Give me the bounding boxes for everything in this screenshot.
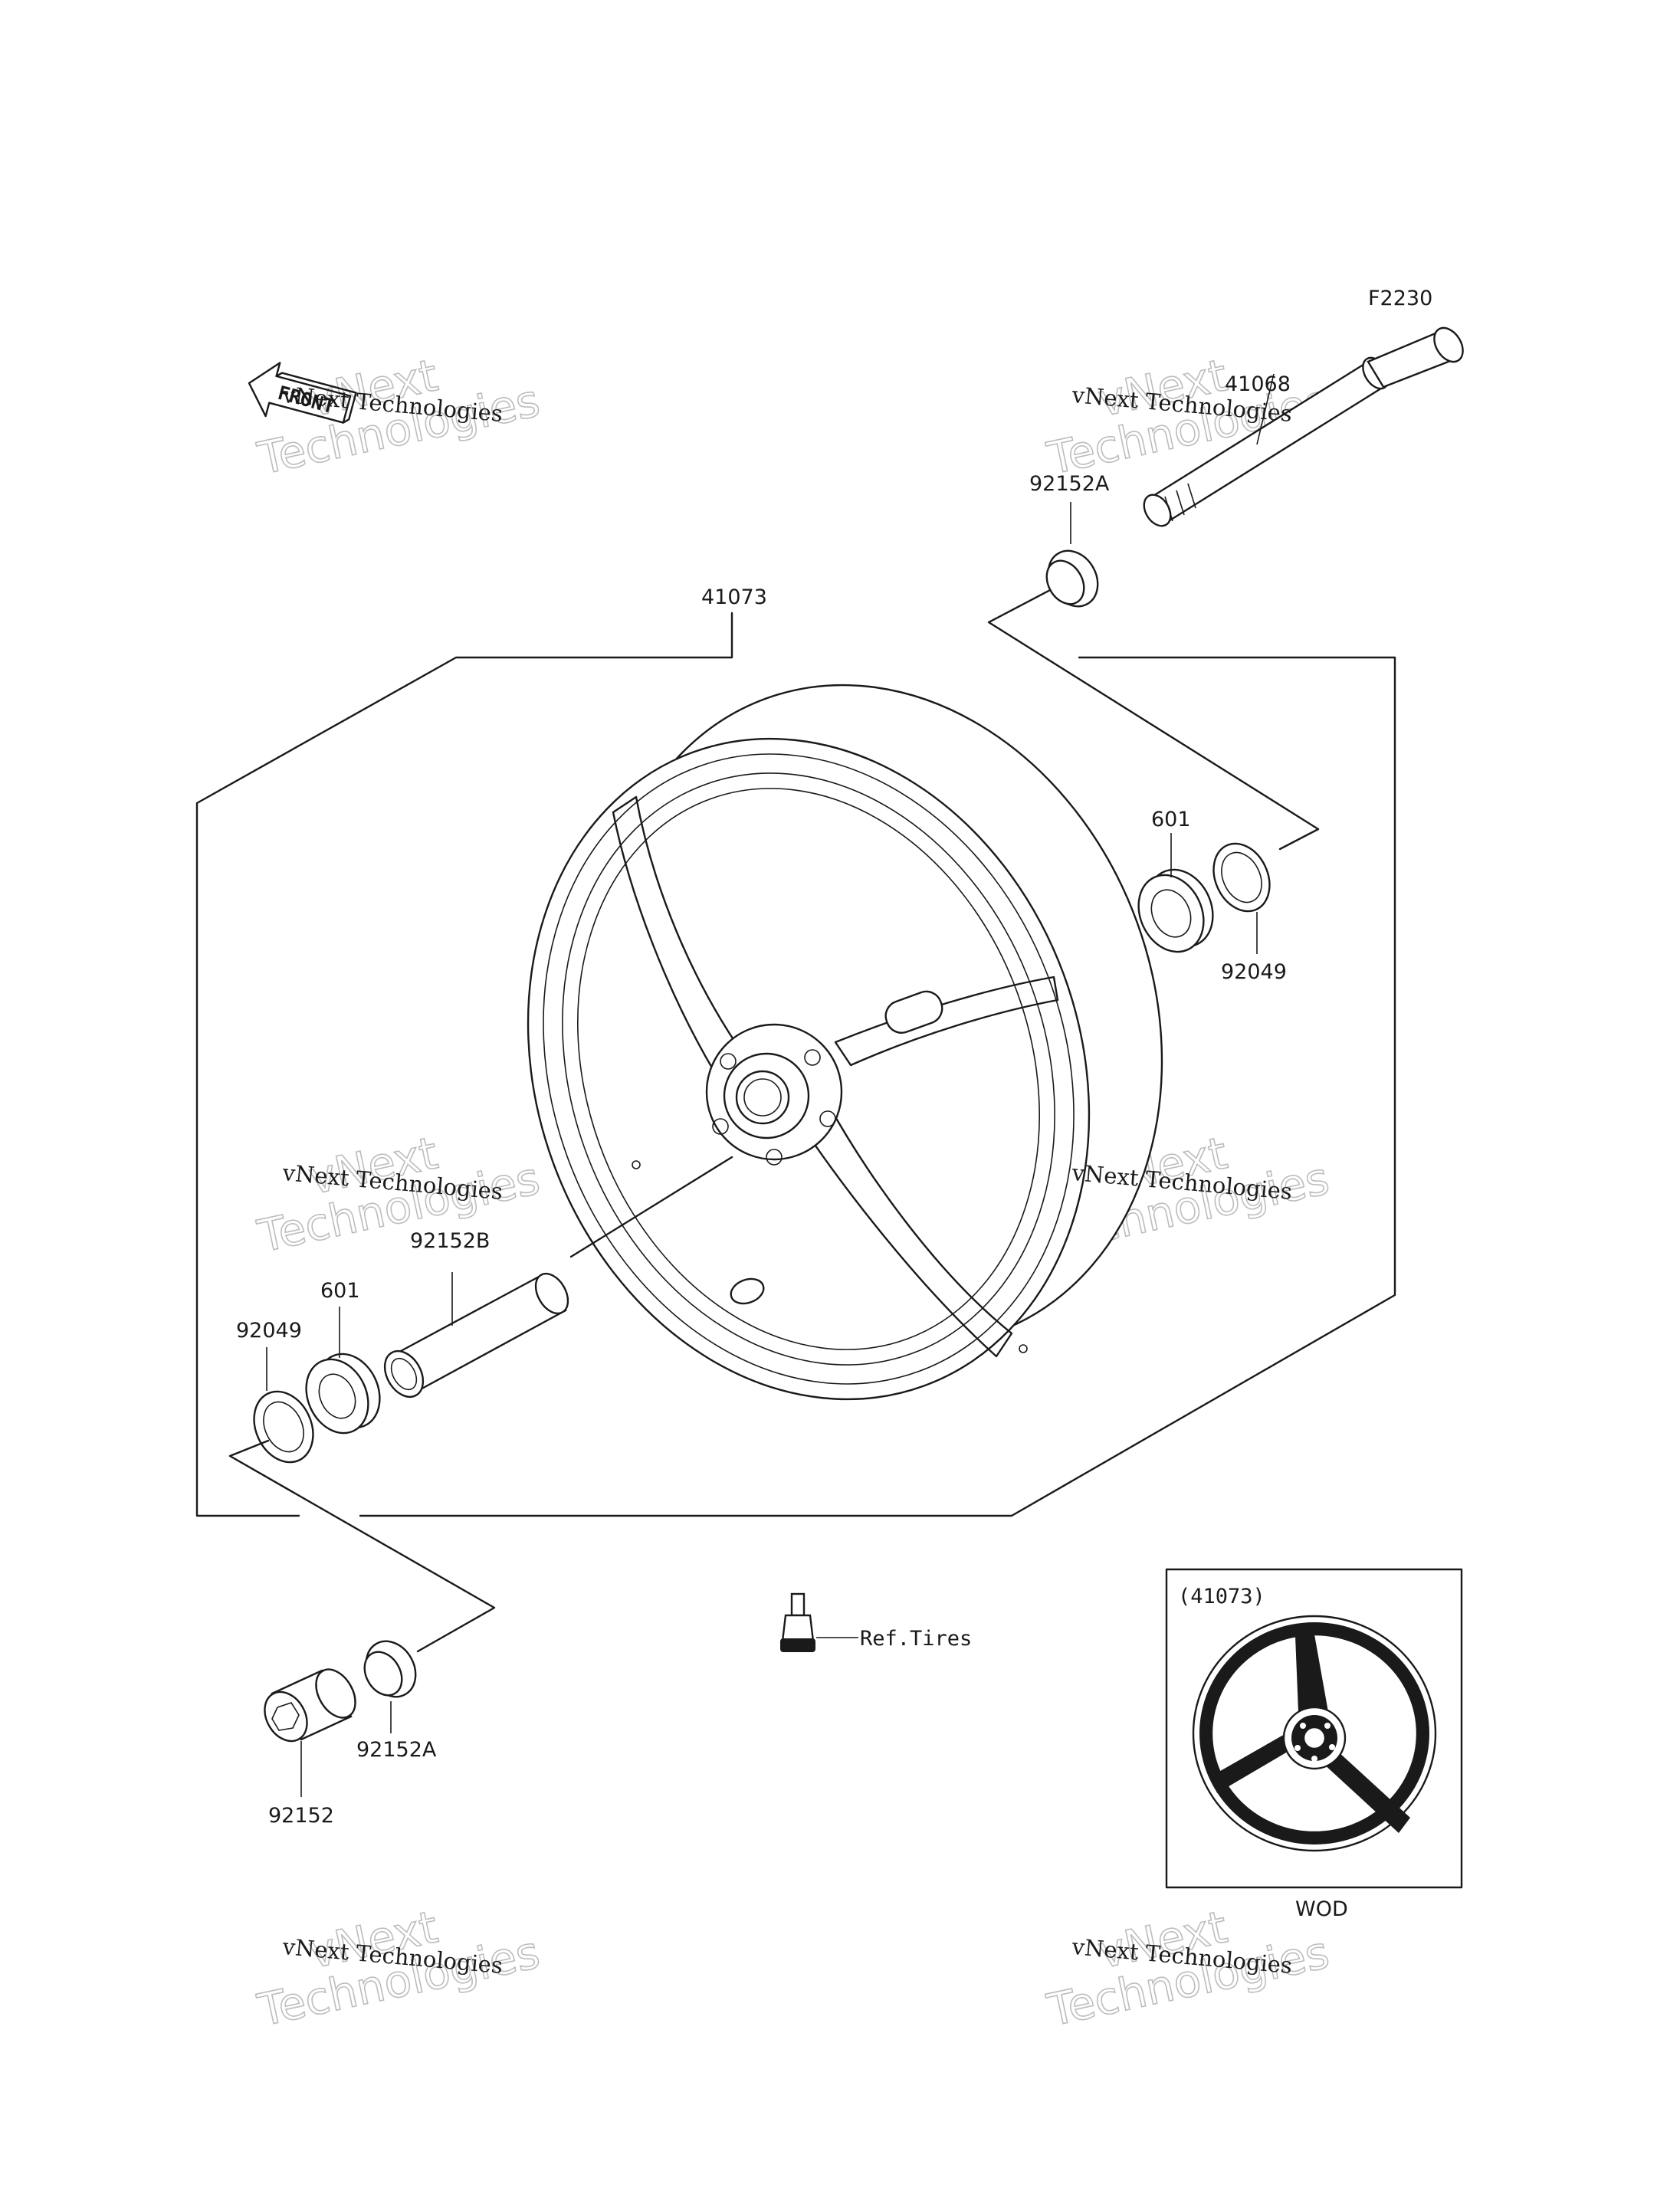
seal-92049-left (253, 1347, 314, 1464)
leader-left-group (228, 1439, 496, 1653)
label-bearing-right: 601 (1151, 808, 1191, 831)
axle-41068 (1143, 326, 1464, 527)
bearing-601-left (305, 1307, 381, 1435)
label-seal-right: 92049 (1221, 960, 1287, 984)
inset-title: (41073) (1178, 1585, 1265, 1608)
label-collar-a-top: 92152A (1029, 472, 1110, 496)
wheel-outline-box (195, 612, 1396, 1517)
label-axle: 41068 (1225, 372, 1291, 396)
collar-92152a-top (1045, 502, 1099, 608)
leader-right-group (987, 589, 1320, 851)
bearing-601-right (1137, 833, 1214, 953)
label-wheel: 41073 (701, 585, 767, 609)
inset-caption: WOD (1295, 1897, 1348, 1921)
seal-92049-right (1212, 842, 1271, 954)
label-collar-bottom: 92152 (268, 1804, 334, 1828)
collar-92152b (383, 1272, 569, 1399)
figure-code: F2230 (1368, 287, 1432, 310)
valve-icon (780, 1592, 858, 1652)
label-bearing-left: 601 (320, 1279, 360, 1303)
label-valve-ref: Ref.Tires (860, 1627, 972, 1651)
label-collar-b: 92152B (410, 1229, 490, 1253)
leader-center-axis (569, 1156, 733, 1258)
front-wheel-41073 (527, 684, 1163, 1401)
label-seal-left: 92049 (236, 1319, 302, 1343)
collar-92152a-bottom (363, 1640, 417, 1733)
label-collar-a-bottom: 92152A (356, 1738, 437, 1762)
inset-wheel-variant: (41073) WOD (1165, 1568, 1463, 1921)
collar-92152 (264, 1668, 356, 1797)
